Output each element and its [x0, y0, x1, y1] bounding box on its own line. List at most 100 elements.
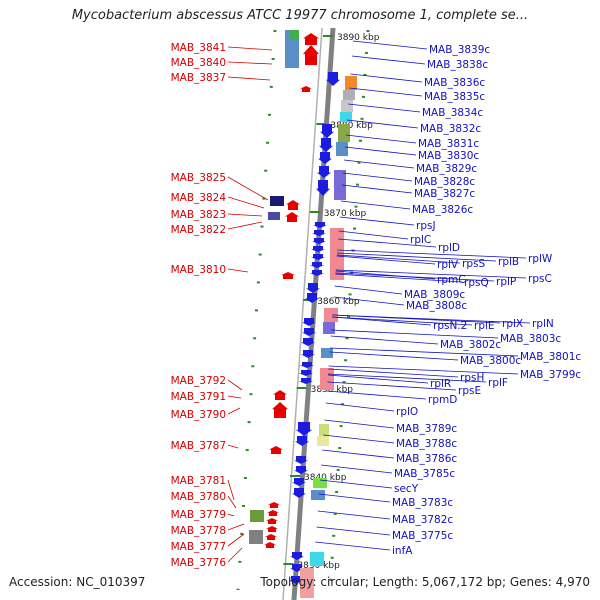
forward-gene-arrow [268, 502, 280, 508]
gene-label-right: MAB_3785c [394, 468, 455, 480]
gene-label-right: rpsQ [464, 277, 489, 289]
leader-line-right [335, 270, 436, 280]
scale-label: 3870 kbp [324, 209, 367, 219]
gene-label-right: MAB_3830c [418, 150, 479, 162]
forward-gene-arrow [264, 542, 276, 548]
gene-label-right: rplO [396, 406, 418, 418]
gene-label-left: MAB_3779 [171, 509, 226, 521]
gene-label-right: MAB_3828c [414, 176, 475, 188]
reverse-gene-arrow [296, 422, 312, 436]
gene-label-left: MAB_3825 [171, 172, 226, 184]
forward-gene-arrow [266, 526, 278, 532]
gene-label-right: rplF [488, 377, 508, 389]
reverse-gene-arrow [292, 478, 306, 486]
gene-label-left: MAB_3824 [171, 192, 227, 204]
gene-label-right: secY [394, 483, 419, 495]
leader-line-right [332, 316, 473, 326]
leader-line-right [335, 273, 463, 283]
leader-line-right [340, 200, 411, 210]
reverse-gene-arrow [294, 456, 308, 464]
reverse-gene-arrow [319, 138, 333, 152]
leader-line-right [321, 464, 393, 474]
gene-label-right: MAB_3802c [440, 339, 501, 351]
leader-line-right [324, 419, 395, 429]
leader-line-left [227, 513, 235, 517]
leader-line-right [332, 314, 501, 324]
gene-label-right: rplP [496, 276, 516, 288]
gene-label-right: MAB_3789c [396, 423, 457, 435]
gene-feature-block [336, 142, 348, 156]
forward-gene-arrow [267, 510, 279, 516]
gene-label-right: rpsN.2 [433, 320, 467, 332]
leader-line-right [325, 402, 395, 412]
gene-label-left: MAB_3837 [171, 72, 226, 84]
leader-line-right [348, 103, 421, 113]
gene-label-right: MAB_3831c [418, 138, 479, 150]
scale-label: 3860 kbp [317, 297, 360, 307]
gene-feature-block [330, 228, 344, 280]
reverse-gene-arrow [295, 436, 309, 446]
reverse-gene-arrow [326, 72, 340, 86]
gene-label-left: MAB_3822 [171, 224, 226, 236]
reverse-gene-arrow [312, 238, 326, 244]
leader-line-right [349, 87, 423, 97]
gene-feature-block [317, 436, 329, 446]
gene-label-left: MAB_3780 [171, 491, 226, 503]
leader-line-right [337, 252, 497, 262]
gene-label-right: rpsS [462, 258, 485, 270]
gene-feature-block [319, 424, 329, 436]
gene-feature-block [321, 348, 333, 358]
leader-line-right [336, 254, 461, 264]
leader-line-right [316, 526, 391, 536]
leader-line-right [327, 373, 487, 383]
reverse-gene-arrow [292, 488, 306, 498]
gene-label-right: rpmD [428, 394, 457, 406]
reverse-gene-arrow [300, 362, 314, 368]
gene-label-right: MAB_3839c [429, 44, 490, 56]
gene-label-right: MAB_3829c [416, 163, 477, 175]
forward-gene-arrow [286, 200, 300, 210]
reverse-gene-arrow [301, 338, 315, 346]
scale-label: 3880 kbp [330, 121, 373, 131]
reverse-gene-arrow [310, 262, 324, 268]
gene-label-right: rplR [430, 378, 451, 390]
leader-line-left [227, 395, 242, 399]
gene-feature-block [313, 478, 327, 488]
gene-label-right: MAB_3783c [392, 497, 453, 509]
leader-line-right [335, 269, 527, 279]
gene-label-right: MAB_3809c [404, 289, 465, 301]
gene-label-left: MAB_3787 [171, 440, 226, 452]
gene-label-left: MAB_3810 [171, 264, 226, 276]
leader-line-left [227, 213, 263, 217]
gene-label-left: MAB_3792 [171, 375, 226, 387]
gene-label-right: rplC [410, 234, 431, 246]
leader-line-right [315, 541, 391, 551]
gene-feature-block [320, 368, 334, 390]
reverse-gene-arrow [312, 230, 326, 236]
leader-line-right [331, 329, 499, 339]
leader-line-right [343, 159, 415, 169]
leader-line-right [327, 381, 457, 391]
leader-line-right [319, 479, 393, 489]
reverse-gene-arrow [302, 318, 316, 326]
reverse-gene-arrow [302, 328, 316, 336]
forward-gene-arrow [266, 518, 278, 524]
gene-label-right: rpsH [460, 372, 484, 384]
reverse-gene-arrow [290, 552, 304, 560]
guide-dots-left [236, 29, 277, 591]
gene-label-right: rplB [498, 256, 519, 268]
leader-line-right [317, 510, 391, 520]
leader-line-right [323, 434, 395, 444]
leader-line-right [329, 351, 459, 361]
leader-line-right [337, 249, 527, 259]
leader-line-right [342, 184, 413, 194]
gene-label-right: MAB_3800c [460, 355, 521, 367]
gene-feature-block [343, 90, 355, 100]
leader-line-left [227, 479, 235, 501]
gene-feature-block [249, 530, 263, 544]
gene-label-left: MAB_3778 [171, 525, 226, 537]
gene-label-right: rplN [532, 318, 554, 330]
gene-label-right: rplW [528, 253, 553, 265]
gene-feature-block [323, 322, 335, 334]
forward-gene-arrow [281, 272, 295, 279]
